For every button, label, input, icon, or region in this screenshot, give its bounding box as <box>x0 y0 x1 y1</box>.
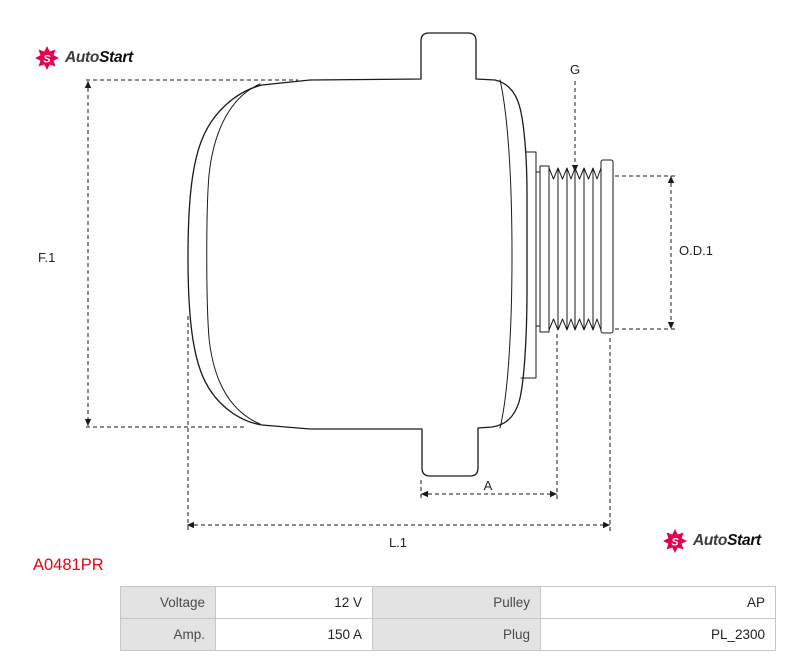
autostart-gear-icon: S <box>663 529 687 553</box>
brand-name-start: Start <box>99 49 133 66</box>
spec-table: Voltage 12 V Pulley AP Amp. 150 A Plug P… <box>120 586 776 651</box>
brand-name-start: Start <box>727 532 761 549</box>
svg-text:S: S <box>671 536 679 548</box>
spec-amp-value: 150 A <box>215 618 373 651</box>
dim-label-od1: O.D.1 <box>679 243 713 258</box>
part-number: A0481PR <box>33 556 104 574</box>
pulley <box>539 159 614 334</box>
table-row: Amp. 150 A Plug PL_2300 <box>120 618 776 651</box>
dim-label-g: G <box>569 62 581 77</box>
spec-plug-value: PL_2300 <box>540 618 776 651</box>
dimension-lines <box>84 79 678 531</box>
autostart-logo-top: S AutoStart <box>35 46 133 70</box>
brand-name-auto: Auto <box>65 49 100 66</box>
spec-pulley-value: AP <box>540 586 776 619</box>
brand-name-auto: Auto <box>693 532 728 549</box>
table-row: Voltage 12 V Pulley AP <box>120 586 776 619</box>
dim-label-f1: F.1 <box>38 250 56 265</box>
spec-amp-label: Amp. <box>120 618 216 651</box>
autostart-gear-icon: S <box>35 46 59 70</box>
spec-plug-label: Plug <box>372 618 541 651</box>
autostart-logo-bottom: S AutoStart <box>663 529 761 553</box>
spec-voltage-label: Voltage <box>120 586 216 619</box>
dim-label-a: A <box>483 478 493 493</box>
svg-text:S: S <box>43 53 51 65</box>
brand-name: AutoStart <box>65 49 133 67</box>
dim-label-l1: L.1 <box>388 535 408 550</box>
spec-pulley-label: Pulley <box>372 586 541 619</box>
spec-voltage-value: 12 V <box>215 586 373 619</box>
alternator-body <box>187 32 541 477</box>
brand-name: AutoStart <box>693 532 761 550</box>
